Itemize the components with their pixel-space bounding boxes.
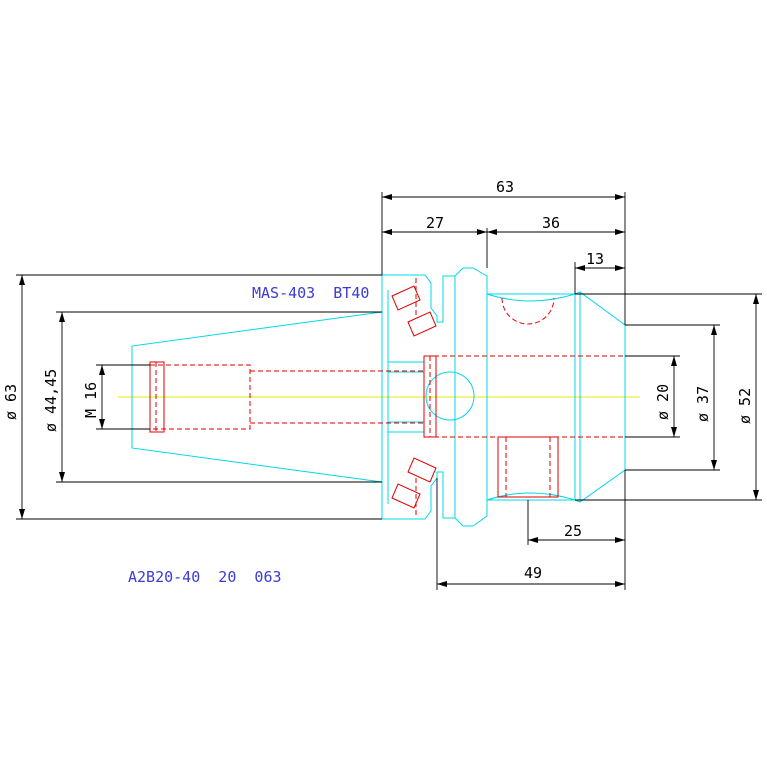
dim-taper-diameter: ø 44,45 xyxy=(42,369,60,432)
standard-label: MAS-403 BT40 xyxy=(252,284,369,302)
part-number-label: A2B20-40 20 063 xyxy=(128,568,282,586)
dim-bore-diameter: ø 20 xyxy=(654,384,672,420)
dim-thread: M 16 xyxy=(82,382,100,418)
dim-outer-diameter: ø 52 xyxy=(736,388,754,424)
dimension-lines xyxy=(16,192,762,590)
dim-flange-diameter: ø 63 xyxy=(2,384,20,420)
hidden-features xyxy=(132,278,625,516)
part-outline xyxy=(131,267,626,527)
dim-flange-length: 27 xyxy=(426,214,444,232)
dim-inner-diameter: ø 37 xyxy=(694,386,712,422)
dim-body-length: 36 xyxy=(542,214,560,232)
dim-overall-length: 63 xyxy=(496,178,514,196)
dim-bottom-length: 49 xyxy=(524,564,542,582)
dim-nose-step: 13 xyxy=(586,250,604,268)
dim-bore-depth: 25 xyxy=(564,522,582,540)
